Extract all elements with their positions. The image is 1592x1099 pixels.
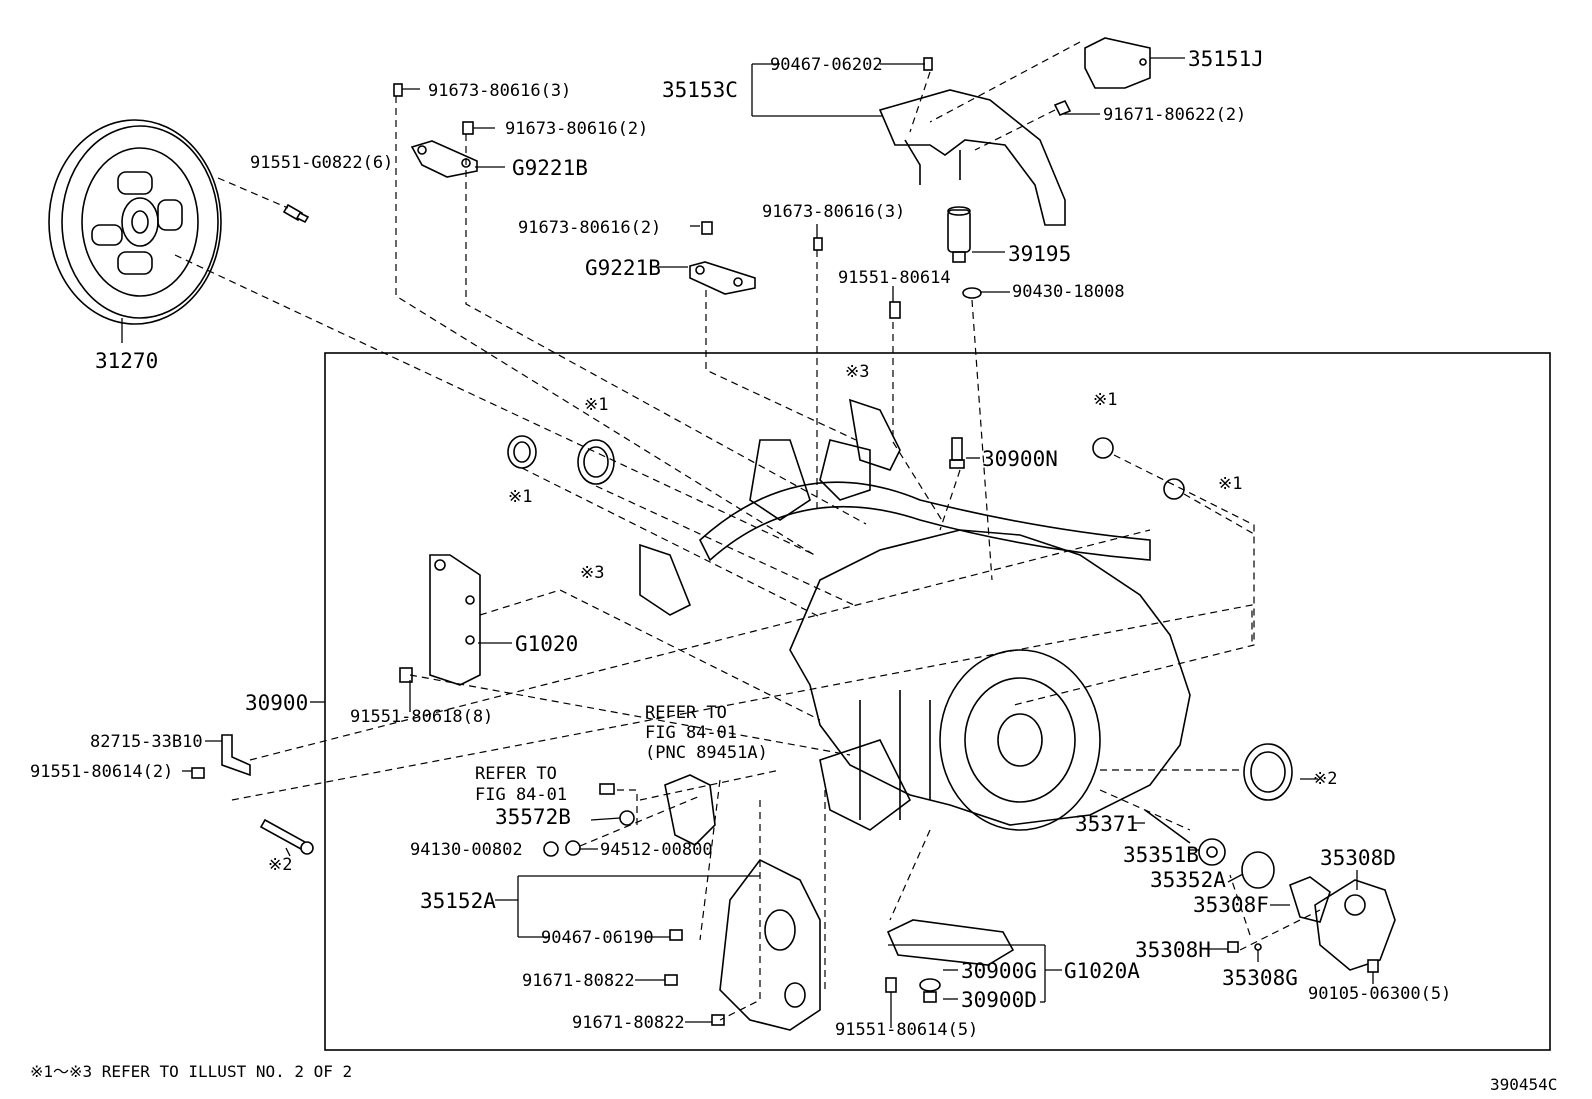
mark-1d: ※1 (1218, 474, 1242, 494)
label-91551-80614-a: 91551-80614 (838, 268, 951, 288)
oil-pump-group (1144, 809, 1396, 973)
label-94512-00800: 94512-00800 (600, 840, 713, 860)
label-g9221b-a: G9221B (512, 156, 588, 180)
label-31270: 31270 (95, 349, 158, 373)
breather-30900n (949, 437, 965, 469)
label-91673-80616-3b: 91673-80616(3) (762, 202, 905, 222)
label-90105-06300: 90105-06300(5) (1308, 984, 1451, 1004)
label-91671-80822-a: 91671-80822 (522, 971, 635, 991)
label-94130-00802: 94130-00802 (410, 840, 523, 860)
label-refer2-b: FIG 84-01 (475, 785, 567, 805)
label-refer1-a: REFER TO (645, 703, 727, 723)
footnote: ※1～※3 REFER TO ILLUST NO. 2 OF 2 (30, 1062, 352, 1081)
bracket-g9221b-lower (689, 221, 823, 295)
label-refer1-c: (PNC 89451A) (645, 743, 768, 763)
label-35351b: 35351B (1123, 843, 1199, 867)
label-35572b: 35572B (495, 805, 571, 829)
mark-2a: ※2 (1313, 769, 1337, 789)
label-90467-06202: 90467-06202 (770, 55, 883, 75)
mark-1a: ※1 (584, 395, 608, 415)
mark-3a: ※3 (845, 362, 869, 382)
label-35371: 35371 (1075, 812, 1138, 836)
label-35308h: 35308H (1135, 938, 1211, 962)
oil-seal-large (577, 439, 615, 485)
mark-1b: ※1 (508, 487, 532, 507)
label-30900g: 30900G (961, 959, 1037, 983)
transaxle-assembly (639, 398, 1191, 831)
label-90467-06190: 90467-06190 (541, 928, 654, 948)
label-91673-80616-2b: 91673-80616(2) (518, 218, 661, 238)
bracket-82715 (191, 734, 251, 779)
cover-35153c (878, 57, 1072, 226)
label-30900: 30900 (245, 691, 308, 715)
label-35151j: 35151J (1188, 47, 1264, 71)
plug-right (1092, 437, 1185, 500)
label-91673-80616-2a: 91673-80616(2) (505, 119, 648, 139)
label-91551-80614-2: 91551-80614(2) (30, 762, 173, 782)
mark-3b: ※3 (580, 563, 604, 583)
label-35308g: 35308G (1222, 966, 1298, 990)
cover-35151j (1084, 37, 1151, 89)
clutch-disc (48, 119, 222, 343)
cover-35152a (664, 858, 821, 1031)
bolt-91551-g0822 (282, 203, 310, 224)
label-30900n: 30900N (982, 447, 1058, 471)
mark-1c: ※1 (1093, 390, 1117, 410)
label-g9221b-b: G9221B (585, 256, 661, 280)
label-35152a: 35152A (420, 889, 496, 913)
callout-labels: 31270 91551-G0822(6) 91673-80616(3) 9167… (30, 47, 1557, 1094)
label-91671-80622: 91671-80622(2) (1103, 105, 1246, 125)
label-90430-18008: 90430-18008 (1012, 282, 1125, 302)
label-82715-33b10: 82715-33B10 (90, 732, 203, 752)
sensor-35572b (543, 774, 716, 857)
label-refer1-b: FIG 84-01 (645, 723, 737, 743)
label-91551-g0822: 91551-G0822(6) (250, 153, 393, 173)
oil-seal-35308 (1243, 743, 1293, 801)
label-91551-80614-5: 91551-80614(5) (835, 1020, 978, 1040)
label-39195: 39195 (1008, 242, 1071, 266)
label-refer2-a: REFER TO (475, 764, 557, 784)
label-35308f: 35308F (1193, 893, 1269, 917)
reference-code: 390454C (1490, 1075, 1557, 1094)
label-g1020a: G1020A (1064, 959, 1140, 983)
label-91671-80822-b: 91671-80822 (572, 1013, 685, 1033)
label-35308d: 35308D (1320, 846, 1396, 870)
bracket-g1020 (399, 554, 481, 686)
label-91673-80616-3a: 91673-80616(3) (428, 81, 571, 101)
label-30900d: 30900D (961, 988, 1037, 1012)
sensor-39195 (889, 206, 982, 319)
label-91551-80618: 91551-80618(8) (350, 707, 493, 727)
leader-lines (182, 57, 1374, 1028)
label-35153c: 35153C (662, 78, 738, 102)
bolt-long-2 (259, 818, 314, 855)
label-g1020: G1020 (515, 632, 578, 656)
mark-2b: ※2 (268, 855, 292, 875)
label-35352a: 35352A (1150, 868, 1226, 892)
projection-lines (174, 41, 1321, 1021)
oil-seal-small (507, 435, 537, 469)
